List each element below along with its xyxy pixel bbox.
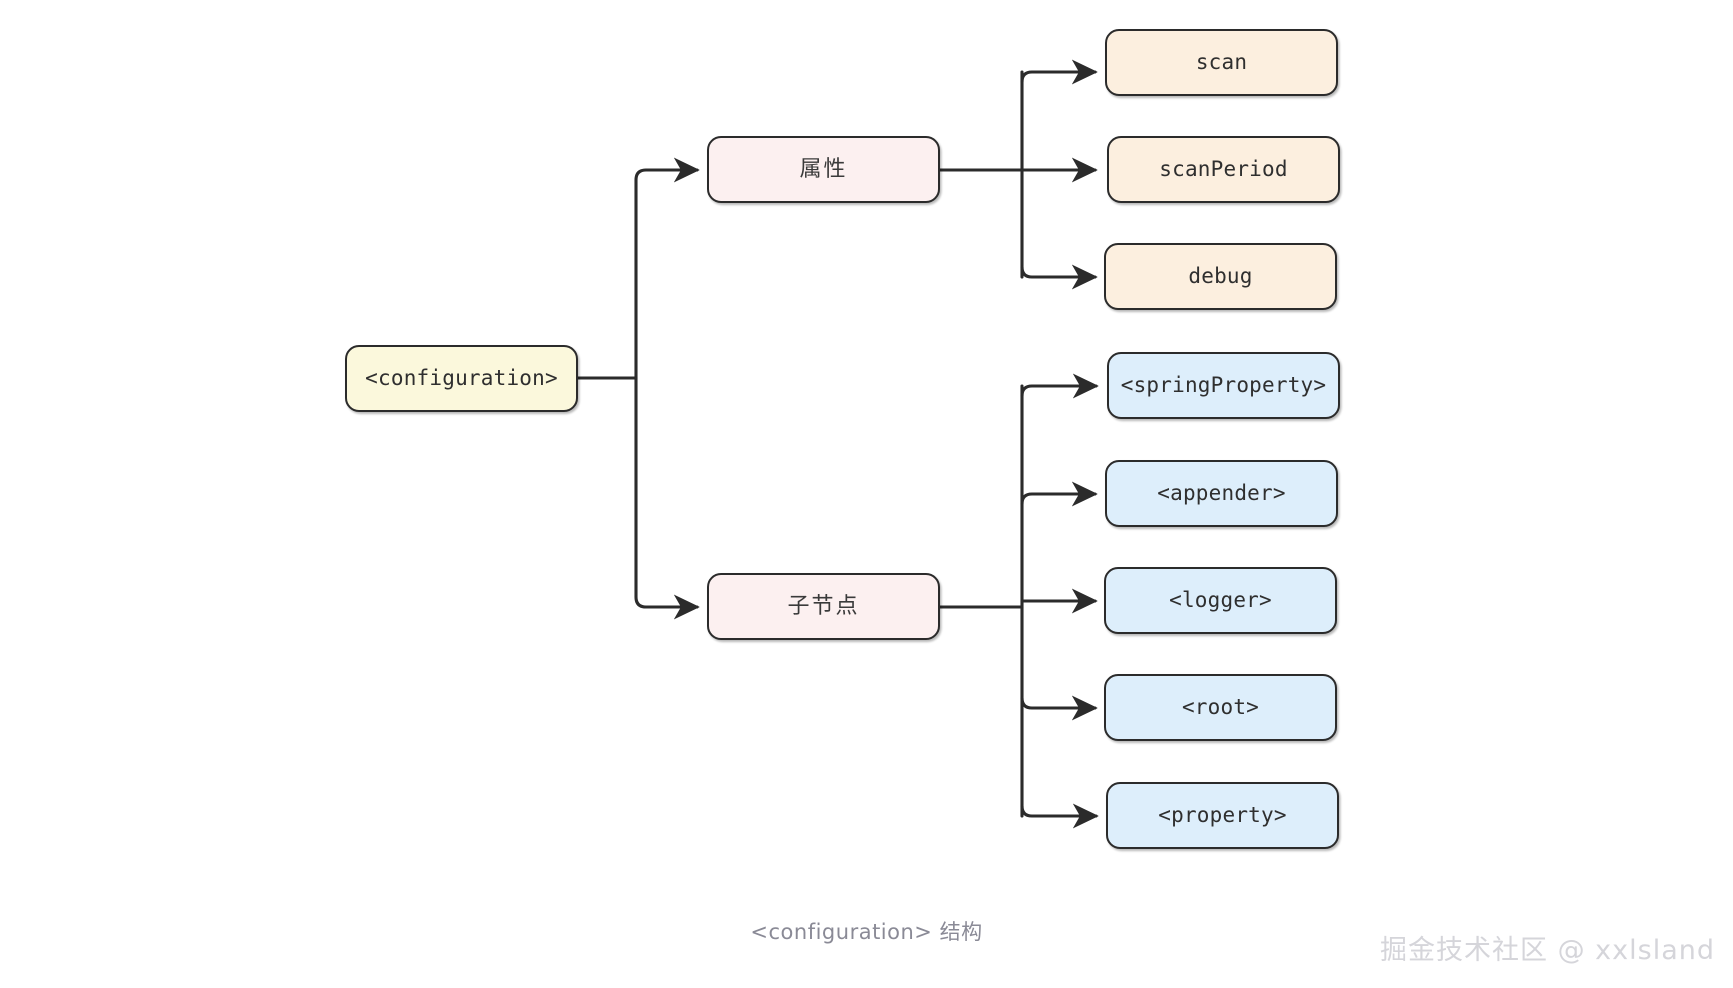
node-configuration-label: <configuration> xyxy=(365,366,558,390)
edge-child-appender xyxy=(1020,481,1098,507)
node-logger-label: <logger> xyxy=(1169,588,1272,612)
node-child-nodes[interactable]: 子节点 xyxy=(707,573,940,640)
node-appender[interactable]: <appender> xyxy=(1105,460,1338,527)
node-property[interactable]: <property> xyxy=(1106,782,1339,849)
node-scan-label: scan xyxy=(1195,50,1248,74)
node-debug[interactable]: debug xyxy=(1104,243,1337,310)
node-scanperiod[interactable]: scanPeriod xyxy=(1107,136,1340,203)
edge-attribute-debug xyxy=(1020,264,1098,290)
node-scanperiod-label: scanPeriod xyxy=(1159,157,1288,181)
node-configuration[interactable]: <configuration> xyxy=(345,345,578,412)
node-attributes-label: 属性 xyxy=(799,156,848,182)
watermark: 掘金技术社区 @ xxlsland xyxy=(1380,935,1715,966)
node-root-tag-label: <root> xyxy=(1181,695,1260,719)
edge-child-root xyxy=(1020,695,1098,721)
node-appender-label: <appender> xyxy=(1157,481,1286,505)
edge-child-property xyxy=(1020,803,1099,829)
node-debug-label: debug xyxy=(1188,264,1253,288)
node-child-nodes-label: 子节点 xyxy=(787,593,860,619)
node-springproperty[interactable]: <springProperty> xyxy=(1107,352,1340,419)
diagram-caption: <configuration> 结构 xyxy=(750,920,983,944)
edge-trunk-childnodes xyxy=(634,376,700,620)
edge-trunk-attributes xyxy=(634,157,700,380)
edge-child-springproperty xyxy=(1020,373,1099,399)
node-attributes[interactable]: 属性 xyxy=(707,136,940,203)
edge-attribute-scan xyxy=(1020,59,1098,85)
node-scan[interactable]: scan xyxy=(1105,29,1338,96)
node-property-label: <property> xyxy=(1158,803,1287,827)
node-root-tag[interactable]: <root> xyxy=(1104,674,1337,741)
node-springproperty-label: <springProperty> xyxy=(1120,373,1327,397)
node-logger[interactable]: <logger> xyxy=(1104,567,1337,634)
